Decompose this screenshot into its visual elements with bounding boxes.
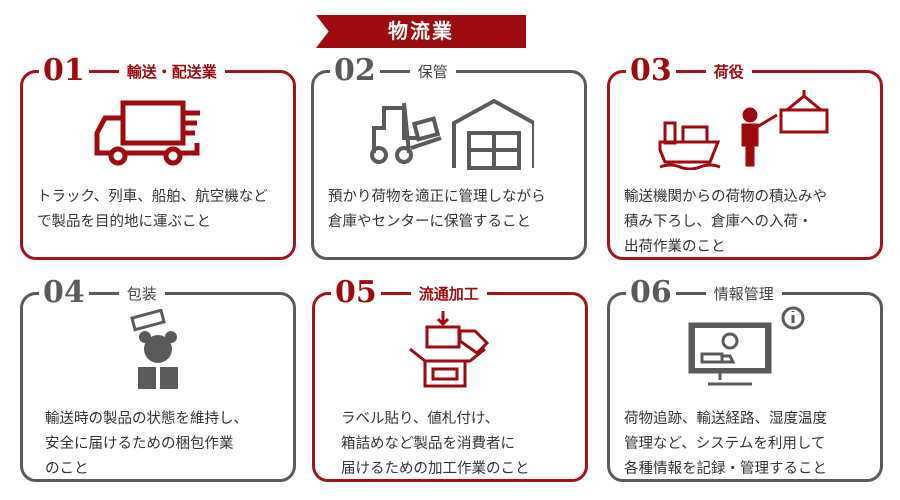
description-line: 届けるための加工作業のこと xyxy=(341,461,530,477)
card-number: 06 xyxy=(626,278,676,308)
description-line: トラック、列車、船舶、航空機など xyxy=(37,189,268,205)
description-line: 荷物追跡、輸送経路、湿度温度 xyxy=(624,411,827,427)
card-processing: 05 流通加工 ラベル貼り、値札付け、箱詰めなど製品を消費者に届けるための加工作業… xyxy=(312,278,588,482)
page-title: 物流業 xyxy=(316,15,526,48)
card-number: 02 xyxy=(330,56,380,86)
card-label: 輸送・配送業 xyxy=(118,60,225,82)
description-line: 出荷作業のこと xyxy=(624,239,726,255)
card-label: 包装 xyxy=(118,282,165,304)
card-storage: 02 保管 預かり荷物を適正に管理しながら倉庫やセンターに保管すること xyxy=(311,56,587,260)
description-line: 管理など、システムを利用して xyxy=(624,436,826,452)
card-packaging: 04 包装 輸送時の製品の状態を維持し、安全に届けるための梱包作業のこと xyxy=(20,278,296,482)
card-number: 01 xyxy=(39,56,89,86)
truck-icon xyxy=(23,93,293,173)
card-cargo-handling: 03 荷役 輸送機関からの荷物の積込みや積み下ろし、倉庫への入荷・出荷作業のこと xyxy=(607,56,883,260)
description-line: 箱詰めなど製品を消費者に xyxy=(341,436,515,452)
description-line: 輸送時の製品の状態を維持し、 xyxy=(45,411,248,427)
description-line: のこと xyxy=(45,461,89,477)
forklift-warehouse-icon xyxy=(314,93,584,173)
description-line: 安全に届けるための梱包作業 xyxy=(45,436,234,452)
card-transport: 01 輸送・配送業 トラック、列車、船舶、航空機などで製品を目的地に運ぶこと xyxy=(20,56,296,260)
box-tag-icon xyxy=(315,309,585,389)
description-line: 各種情報を記録・管理すること xyxy=(624,461,827,477)
description-line: 積み下ろし、倉庫への入荷・ xyxy=(624,214,813,230)
card-label: 流通加工 xyxy=(410,282,487,304)
ship-worker-container-icon xyxy=(610,87,880,170)
description-line: で製品を目的地に運ぶこと xyxy=(37,214,211,230)
card-number: 03 xyxy=(626,56,676,86)
card-information-management: 06 情報管理 荷物追跡、輸送経路、湿度温度管理など、システムを利用して各種情報を… xyxy=(607,278,883,482)
card-label: 荷役 xyxy=(705,60,752,82)
description-line: ラベル貼り、値札付け、 xyxy=(341,411,500,427)
description-line: 倉庫やセンターに保管すること xyxy=(328,214,531,230)
gift-bear-icon xyxy=(23,309,293,389)
card-label: 保管 xyxy=(409,60,456,82)
description-line: 輸送機関からの荷物の積込みや xyxy=(624,189,827,205)
card-number: 04 xyxy=(39,278,89,308)
monitor-tracking-icon xyxy=(610,306,880,387)
card-number: 05 xyxy=(331,278,381,308)
description-line: 預かり荷物を適正に管理しながら xyxy=(328,189,546,205)
card-label: 情報管理 xyxy=(705,282,782,304)
